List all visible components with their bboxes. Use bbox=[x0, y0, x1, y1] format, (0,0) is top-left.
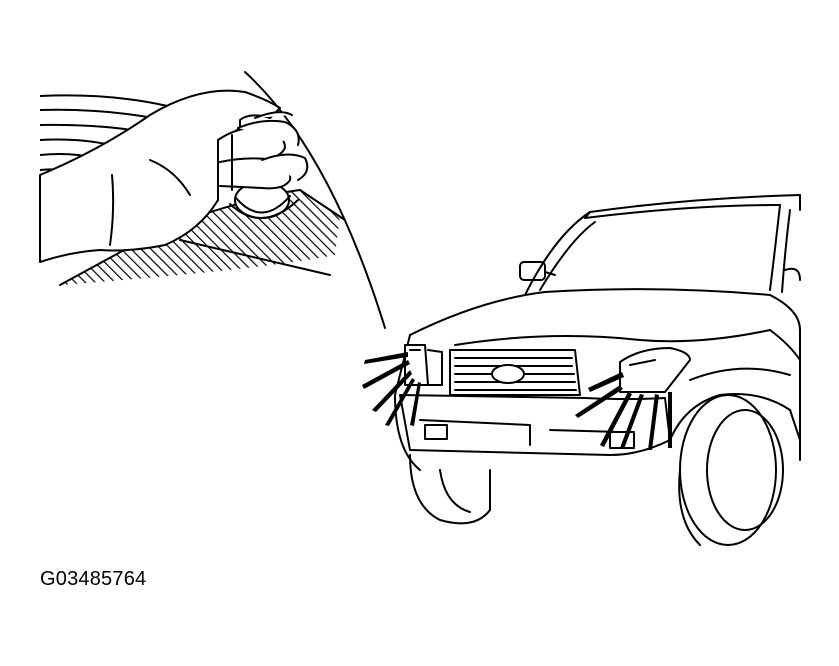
inset-detail bbox=[40, 72, 385, 328]
front-right-wheel bbox=[679, 395, 783, 545]
light-rays-left bbox=[362, 352, 421, 426]
front-left-wheel bbox=[410, 455, 490, 523]
a-pillar bbox=[770, 205, 780, 290]
headlight-right bbox=[620, 348, 690, 392]
hand-pressing-switch bbox=[40, 91, 307, 262]
grille-emblem bbox=[492, 365, 524, 383]
grille bbox=[450, 350, 580, 395]
inset-boundary-arc bbox=[245, 72, 385, 328]
figure-code-label: G03485764 bbox=[40, 568, 147, 590]
light-rays-right bbox=[575, 372, 672, 450]
fog-light-left bbox=[425, 425, 447, 439]
vehicle-front-view bbox=[395, 195, 800, 545]
windshield bbox=[525, 195, 800, 295]
hood bbox=[410, 289, 770, 335]
